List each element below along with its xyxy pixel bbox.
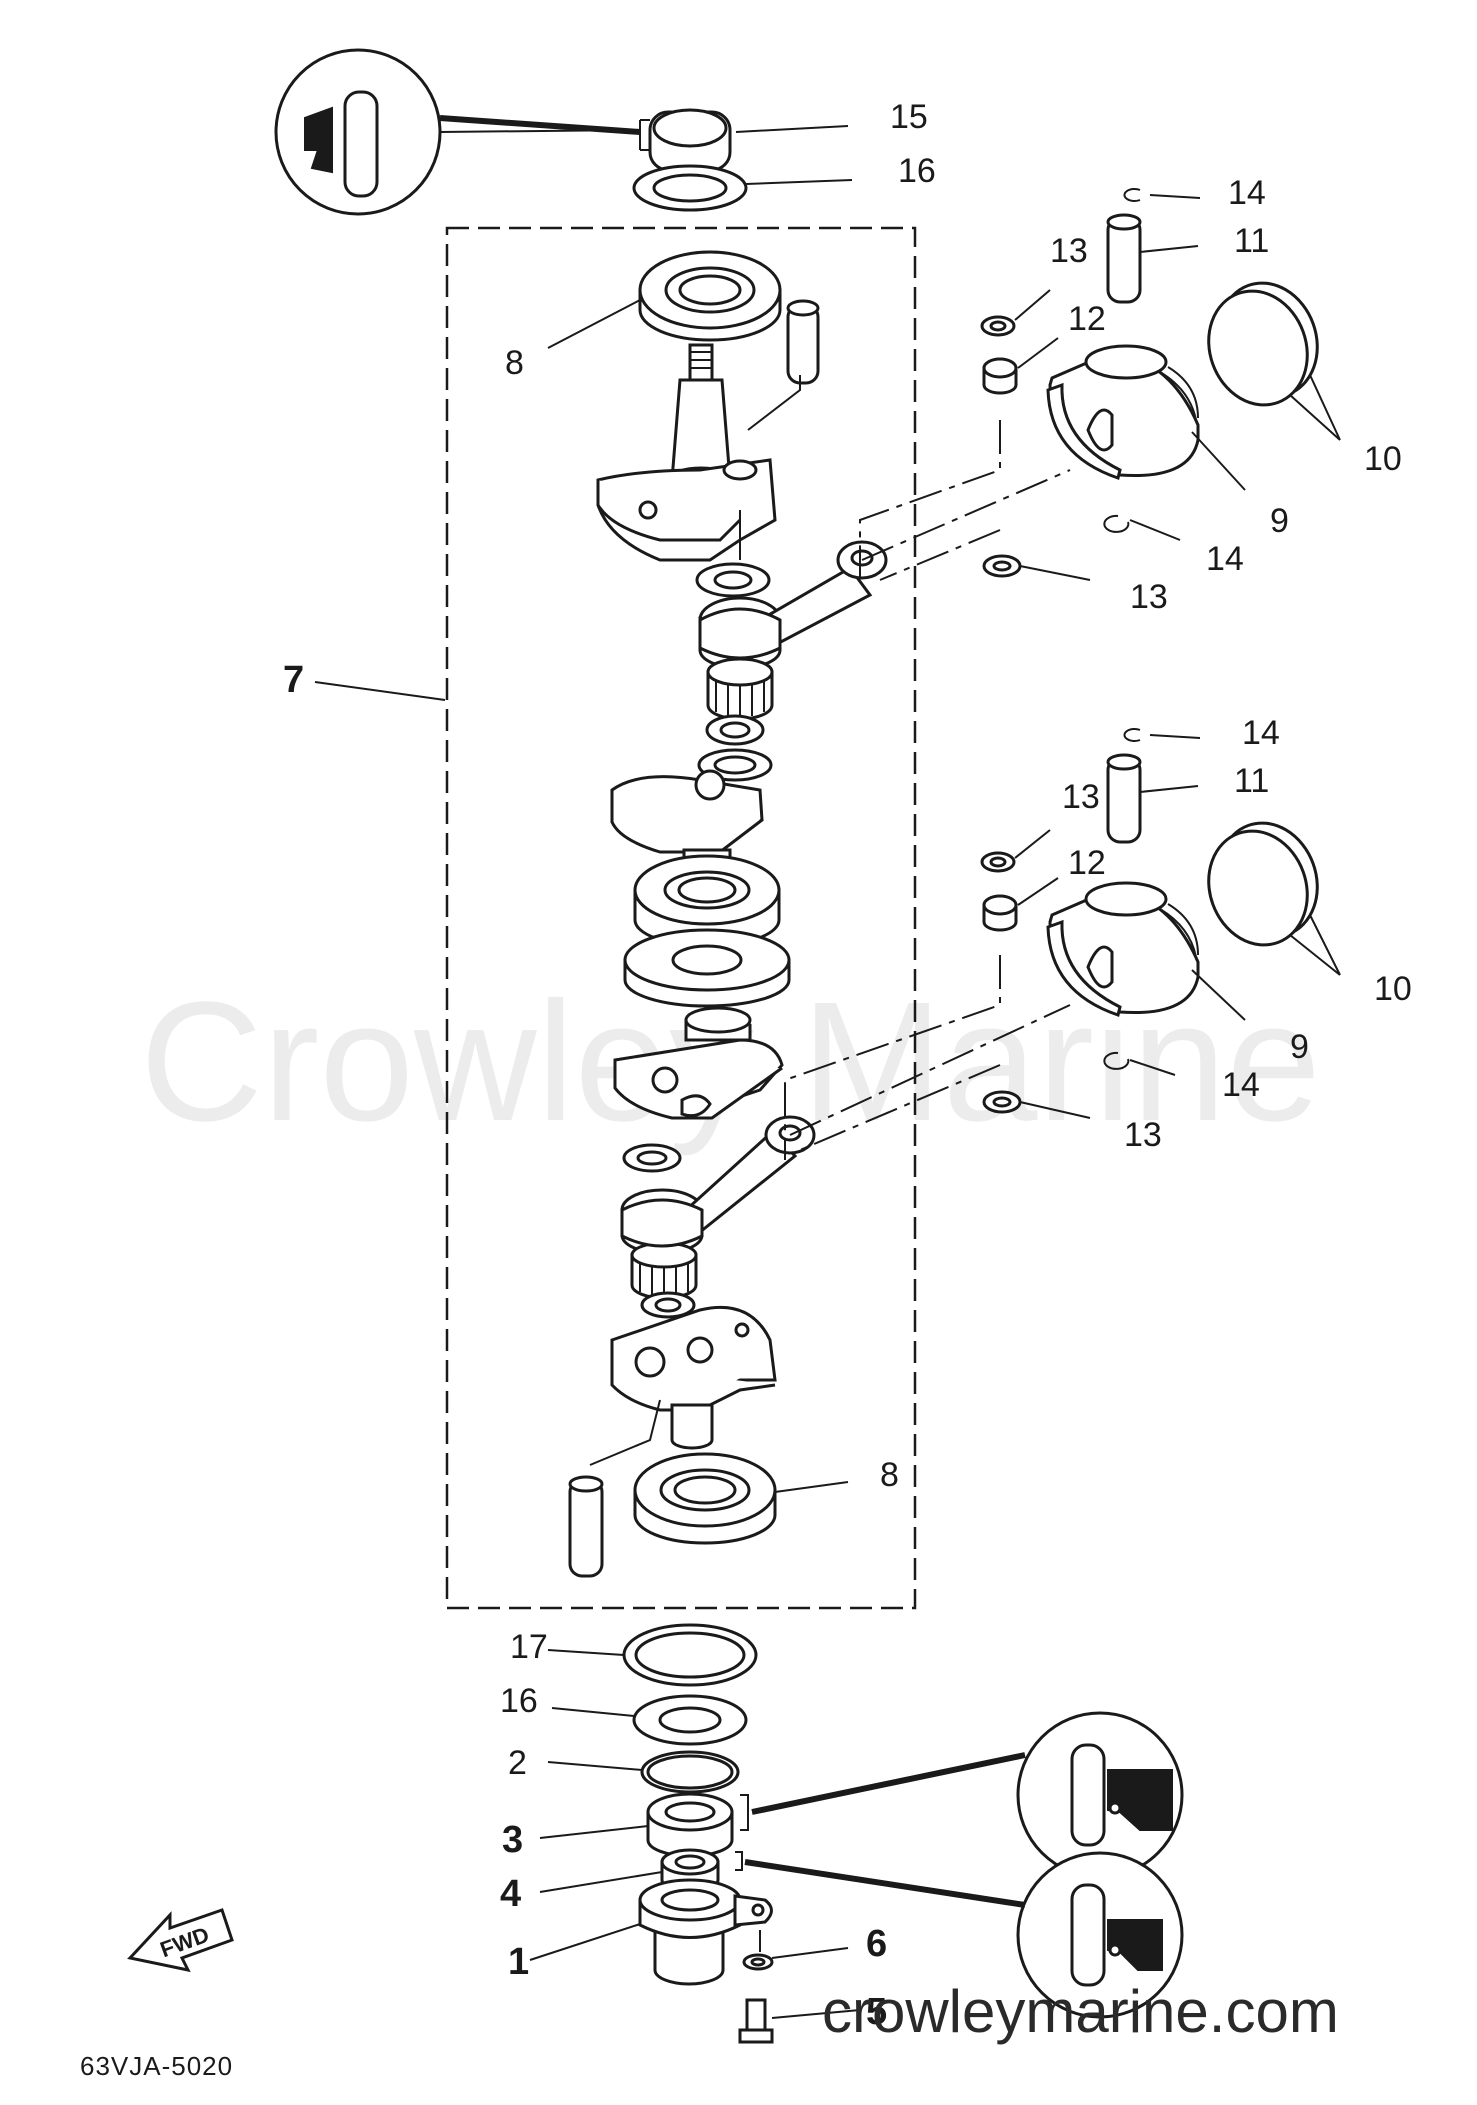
dowel-pin-top [786, 299, 820, 385]
diagram-code: 63VJA-5020 [80, 2051, 233, 2081]
needle-bearing-12-top [982, 357, 1018, 395]
callout-15: 15 [890, 98, 928, 136]
callout-8: 8 [505, 344, 524, 382]
alignment-line-top [861, 469, 1071, 561]
callout-1: 1 [508, 1941, 529, 1983]
callout-17: 17 [510, 1628, 548, 1666]
circlip-14-bottom-a [1123, 728, 1141, 742]
crank-web-lower-mid [613, 1006, 784, 1120]
piston-pin-11-bottom [1106, 753, 1142, 844]
needle-bearing-top [706, 657, 774, 721]
callout-10: 10 [1364, 440, 1402, 478]
callout-14: 14 [1206, 540, 1244, 578]
callout-3: 3 [502, 1819, 523, 1861]
washer-13-top-b [982, 554, 1022, 578]
bracket-seal-4 [735, 1851, 743, 1871]
callout-6: 6 [866, 1923, 887, 1965]
lower-pin-line [589, 1399, 661, 1466]
callout-9: 9 [1270, 502, 1289, 540]
crank-web-mid [610, 769, 764, 854]
alignment-line-top-b [859, 420, 1001, 580]
labyrinth-seal-mid [623, 928, 791, 1008]
washer-13-bottom-a [980, 851, 1016, 873]
thrust-washer-mid [622, 1143, 682, 1173]
fwd-arrow-icon: FWD [127, 1908, 234, 1973]
bolt-5 [738, 1998, 774, 2044]
oil-seal-15 [639, 108, 732, 172]
ball-bearing-8-top [638, 250, 782, 342]
washer-13-top-a [980, 315, 1016, 337]
callout-2: 2 [508, 1744, 527, 1782]
callout-14: 14 [1228, 174, 1266, 212]
callout-5: 5 [866, 1991, 887, 2033]
washer-13-bottom-b [982, 1090, 1022, 1114]
callout-16: 16 [898, 152, 936, 190]
thrust-washer-top [695, 562, 771, 598]
callout-13: 13 [1124, 1116, 1162, 1154]
oring-2 [640, 1750, 740, 1794]
callout-10: 10 [1374, 970, 1412, 1008]
needle-bearing-bottom [630, 1241, 698, 1300]
crank-web-top [596, 458, 777, 562]
callout-14: 14 [1242, 714, 1280, 752]
alignment-line-bottom-b [784, 955, 1001, 1160]
callout-13: 13 [1130, 578, 1168, 616]
ball-bearing-8-bottom [633, 1452, 777, 1545]
watermark-url: crowleymarine.com [822, 1978, 1339, 2045]
callout-8: 8 [880, 1456, 899, 1494]
callout-11: 11 [1234, 762, 1269, 800]
washer-6 [742, 1953, 774, 1971]
piston-rings-10-top [1207, 281, 1341, 441]
callouts: 15 16 14 11 13 12 10 9 14 13 8 7 14 11 1… [283, 98, 1412, 2033]
needle-bearing-12-bottom [982, 894, 1018, 932]
callout-14: 14 [1222, 1066, 1260, 1104]
circlip-14-top-a [1123, 188, 1141, 202]
washer-16-bottom [632, 1694, 748, 1746]
callout-9: 9 [1290, 1028, 1309, 1066]
callout-12: 12 [1068, 844, 1106, 882]
leader-lines [314, 125, 1246, 2019]
housing-1 [638, 1878, 773, 1986]
dowel-pin-bottom [568, 1475, 604, 1578]
alignment-line-top-c [879, 529, 1001, 581]
piston-9-top [1046, 344, 1200, 480]
callout-13: 13 [1050, 232, 1088, 270]
washer-16-top [632, 164, 748, 212]
alignment-line-bottom [789, 1004, 1071, 1136]
callout-11: 11 [1234, 222, 1269, 260]
crankshaft-assembly-boundary [445, 226, 917, 1610]
oil-seal-3 [646, 1792, 734, 1858]
detail-circle-seal-4 [744, 1851, 1184, 2019]
connecting-rod-bottom [620, 1115, 816, 1248]
circlip-14-top-b [1103, 514, 1130, 533]
callout-16: 16 [500, 1682, 538, 1720]
detail-circle-seal-3 [751, 1711, 1184, 1879]
callout-12: 12 [1068, 300, 1106, 338]
callout-13: 13 [1062, 778, 1100, 816]
bracket-seal-3 [740, 1794, 749, 1831]
connecting-rod-top [698, 540, 888, 660]
detail-circle-top [274, 48, 641, 216]
piston-rings-10-bottom [1207, 821, 1341, 976]
callout-4: 4 [500, 1873, 521, 1915]
washer-mid-top [705, 714, 765, 746]
callout-7: 7 [283, 659, 304, 701]
washer-lower-a [640, 1291, 696, 1319]
gasket-17 [622, 1623, 758, 1687]
crank-web-bottom [610, 1305, 777, 1450]
piston-pin-11-top [1106, 213, 1142, 304]
alignment-line-bottom-c [799, 1064, 1001, 1151]
piston-9-bottom [1046, 881, 1200, 1017]
circlip-14-bottom-b [1103, 1051, 1130, 1070]
